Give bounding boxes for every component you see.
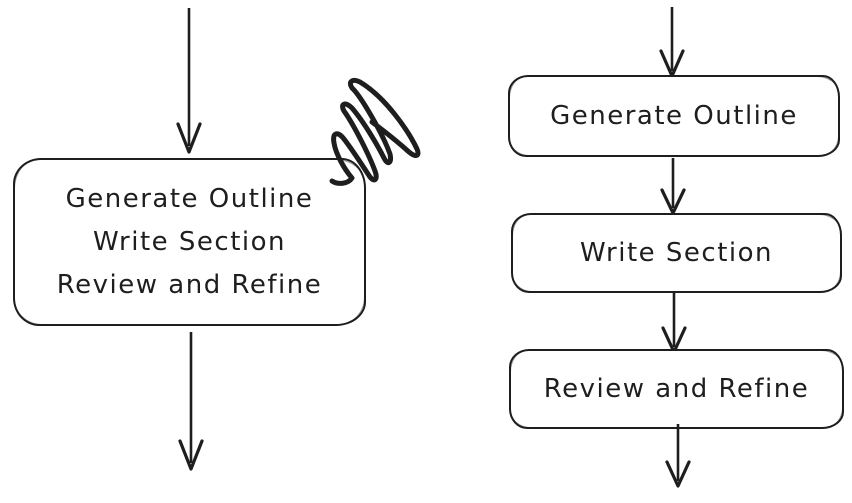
down-arrow-icon	[665, 424, 691, 488]
node-label: Review and Refine	[543, 373, 810, 404]
node-label-line: Write Section	[92, 226, 286, 257]
down-arrow-icon	[661, 293, 687, 354]
node-label: Write Section	[579, 237, 773, 268]
node-generate-outline[interactable]: Generate Outline	[508, 75, 840, 157]
down-arrow-icon	[660, 158, 686, 215]
node-write-section[interactable]: Write Section	[511, 213, 842, 293]
node-label-line: Generate Outline	[65, 183, 314, 214]
down-arrow-icon	[176, 8, 202, 154]
node-label: Generate Outline	[550, 100, 798, 131]
node-review-refine[interactable]: Review and Refine	[509, 349, 844, 429]
down-arrow-icon	[178, 332, 204, 471]
down-arrow-icon	[659, 7, 685, 78]
node-label-line: Review and Refine	[56, 269, 323, 300]
scratch-scribble-icon	[329, 77, 421, 186]
node-combined-steps[interactable]: Generate Outline Write Section Review an…	[13, 158, 366, 326]
